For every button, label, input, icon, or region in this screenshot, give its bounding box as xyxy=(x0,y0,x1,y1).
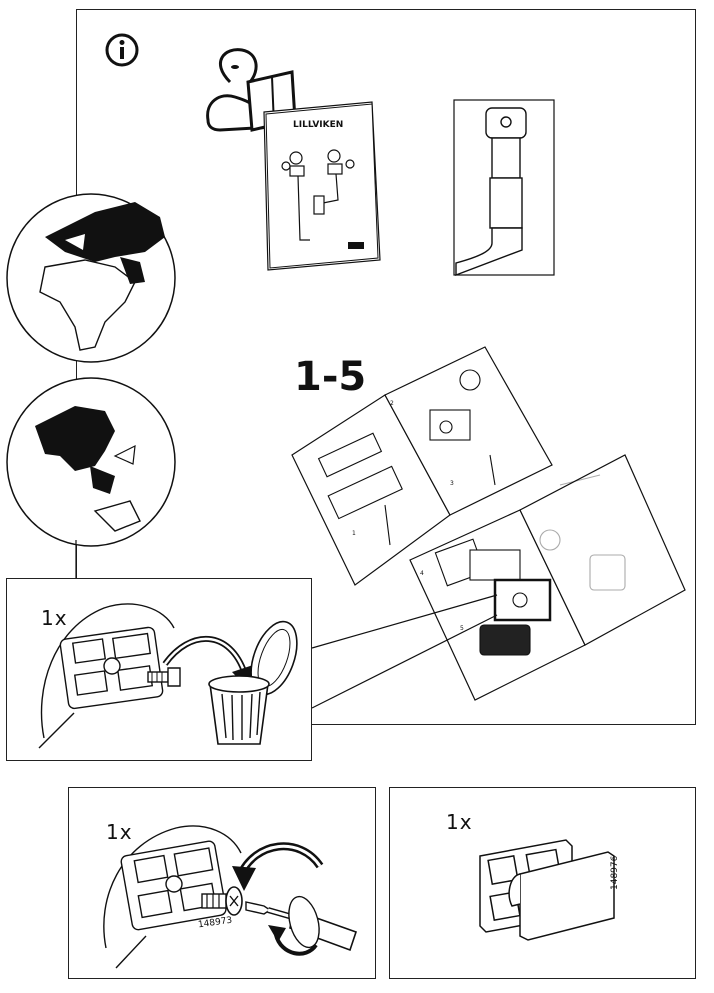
trash-can-icon xyxy=(208,620,298,745)
bottom-right-part-number: 148976 xyxy=(610,855,620,890)
screw-icon xyxy=(147,667,181,687)
svg-text:4: 4 xyxy=(420,570,424,577)
connector-line xyxy=(75,540,77,578)
bottom-right-quantity: 1x xyxy=(446,810,473,834)
steps-label: 1-5 xyxy=(294,354,367,400)
globe-asia-icon xyxy=(6,377,176,547)
instruction-booklet xyxy=(263,101,381,271)
open-manual-illustration: 1 4 2 3 5 xyxy=(291,346,686,701)
svg-text:2: 2 xyxy=(390,400,394,407)
screwdriver-icon xyxy=(245,895,358,956)
pipe-detail-card xyxy=(453,99,555,277)
bracket-with-cap-illustration xyxy=(479,839,615,941)
svg-text:3: 3 xyxy=(450,480,454,487)
screw-icon xyxy=(201,886,243,916)
magnifier-detail-bracket-screw xyxy=(103,825,242,969)
info-icon xyxy=(105,33,139,67)
svg-text:1: 1 xyxy=(352,530,356,537)
callout-lines xyxy=(311,594,498,709)
globe-europe-africa-icon xyxy=(6,193,176,363)
booklet-title: LILLVIKEN xyxy=(293,120,344,130)
magnifier-detail-bracket xyxy=(38,603,175,749)
rotation-arrow-icon xyxy=(232,842,324,891)
bottom-left-quantity: 1x xyxy=(106,820,133,844)
svg-text:5: 5 xyxy=(460,625,464,632)
middle-quantity: 1x xyxy=(41,606,68,630)
